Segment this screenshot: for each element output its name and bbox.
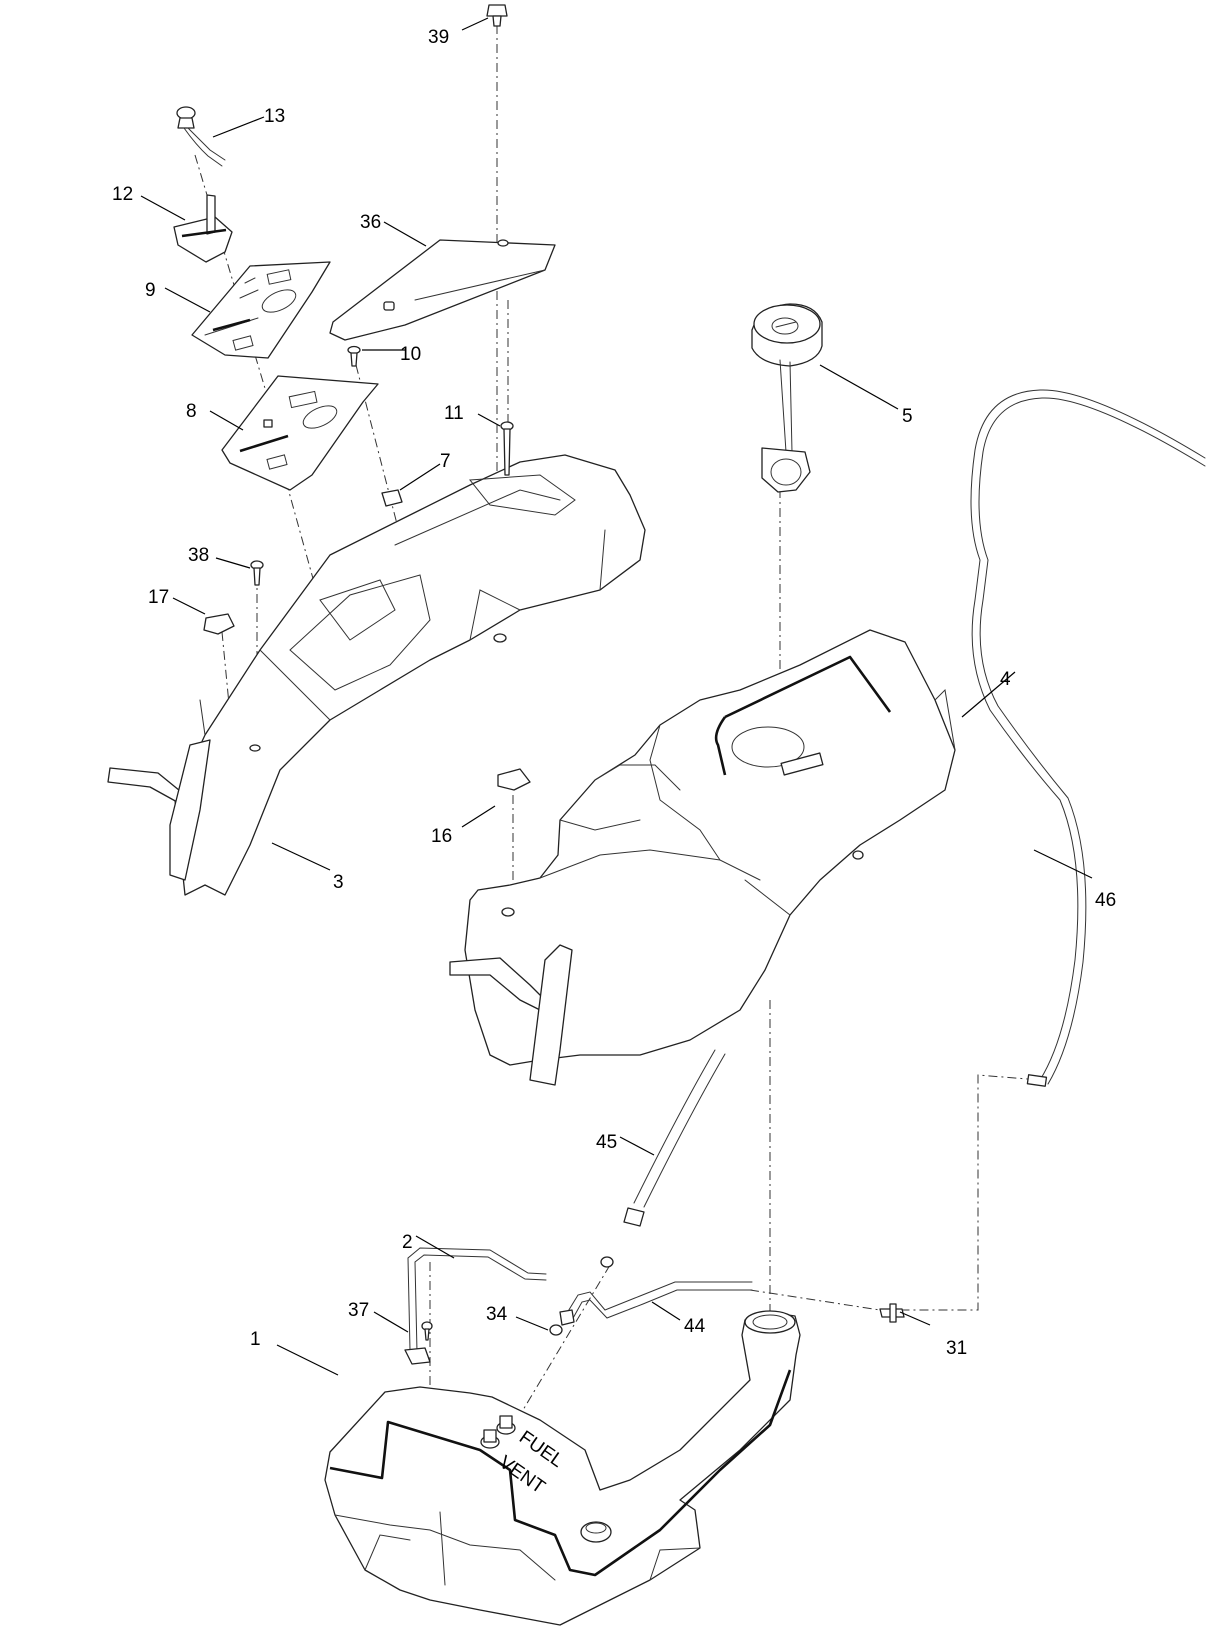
callout-10: 10 [400,344,421,365]
plate-part-9 [191,261,331,359]
callout-7: 7 [440,451,451,472]
callout-5: 5 [902,406,913,427]
callout-31: 31 [946,1338,967,1359]
fuel-tank-part-1: VENT FUEL [324,1310,801,1626]
leader-lines [140,17,1093,1376]
callout-4: 4 [1000,669,1011,690]
vent-hose-part-46 [970,389,1206,1087]
callout-38: 38 [188,545,209,566]
callout-17: 17 [148,587,169,608]
plate-part-8 [221,375,379,491]
callout-1: 1 [250,1329,261,1350]
callout-36: 36 [360,212,381,233]
screw-part-37 [421,1321,433,1341]
screw-part-39 [486,4,508,27]
callout-8: 8 [186,401,197,422]
fitting-part-31 [879,1303,905,1323]
callout-34: 34 [486,1304,508,1325]
fuel-line-part-44 [559,1281,753,1326]
callout-46: 46 [1095,890,1116,911]
callout-39: 39 [428,27,449,48]
bolt-part-38 [250,560,264,586]
callout-37: 37 [348,1300,369,1321]
cover-part-36 [329,239,556,341]
knob-part-13 [176,106,226,167]
callout-2: 2 [402,1232,413,1253]
callout-44: 44 [684,1316,706,1337]
callout-9: 9 [145,280,156,301]
plug-part-17 [203,613,235,635]
callout-13: 13 [264,106,285,127]
console-part-3 [107,454,646,896]
callout-11: 11 [444,403,464,424]
clamp-part-34 [549,1256,614,1336]
callout-3: 3 [333,872,344,893]
clip-part-7 [381,489,403,507]
bolt-part-11 [500,421,514,476]
plug-part-16 [497,768,531,791]
bracket-part-12 [173,194,233,263]
callout-16: 16 [431,826,452,847]
callout-12: 12 [112,184,133,205]
fuel-cap-part-5 [751,303,823,493]
bracket-part-2 [404,1247,547,1365]
hose-part-45 [623,1049,726,1227]
callout-labels: 39 13 12 36 9 10 8 11 7 38 17 3 5 4 16 4… [112,27,1116,1359]
callout-45: 45 [596,1132,617,1153]
screw-part-10 [347,345,361,367]
fender-part-4 [449,629,956,1086]
